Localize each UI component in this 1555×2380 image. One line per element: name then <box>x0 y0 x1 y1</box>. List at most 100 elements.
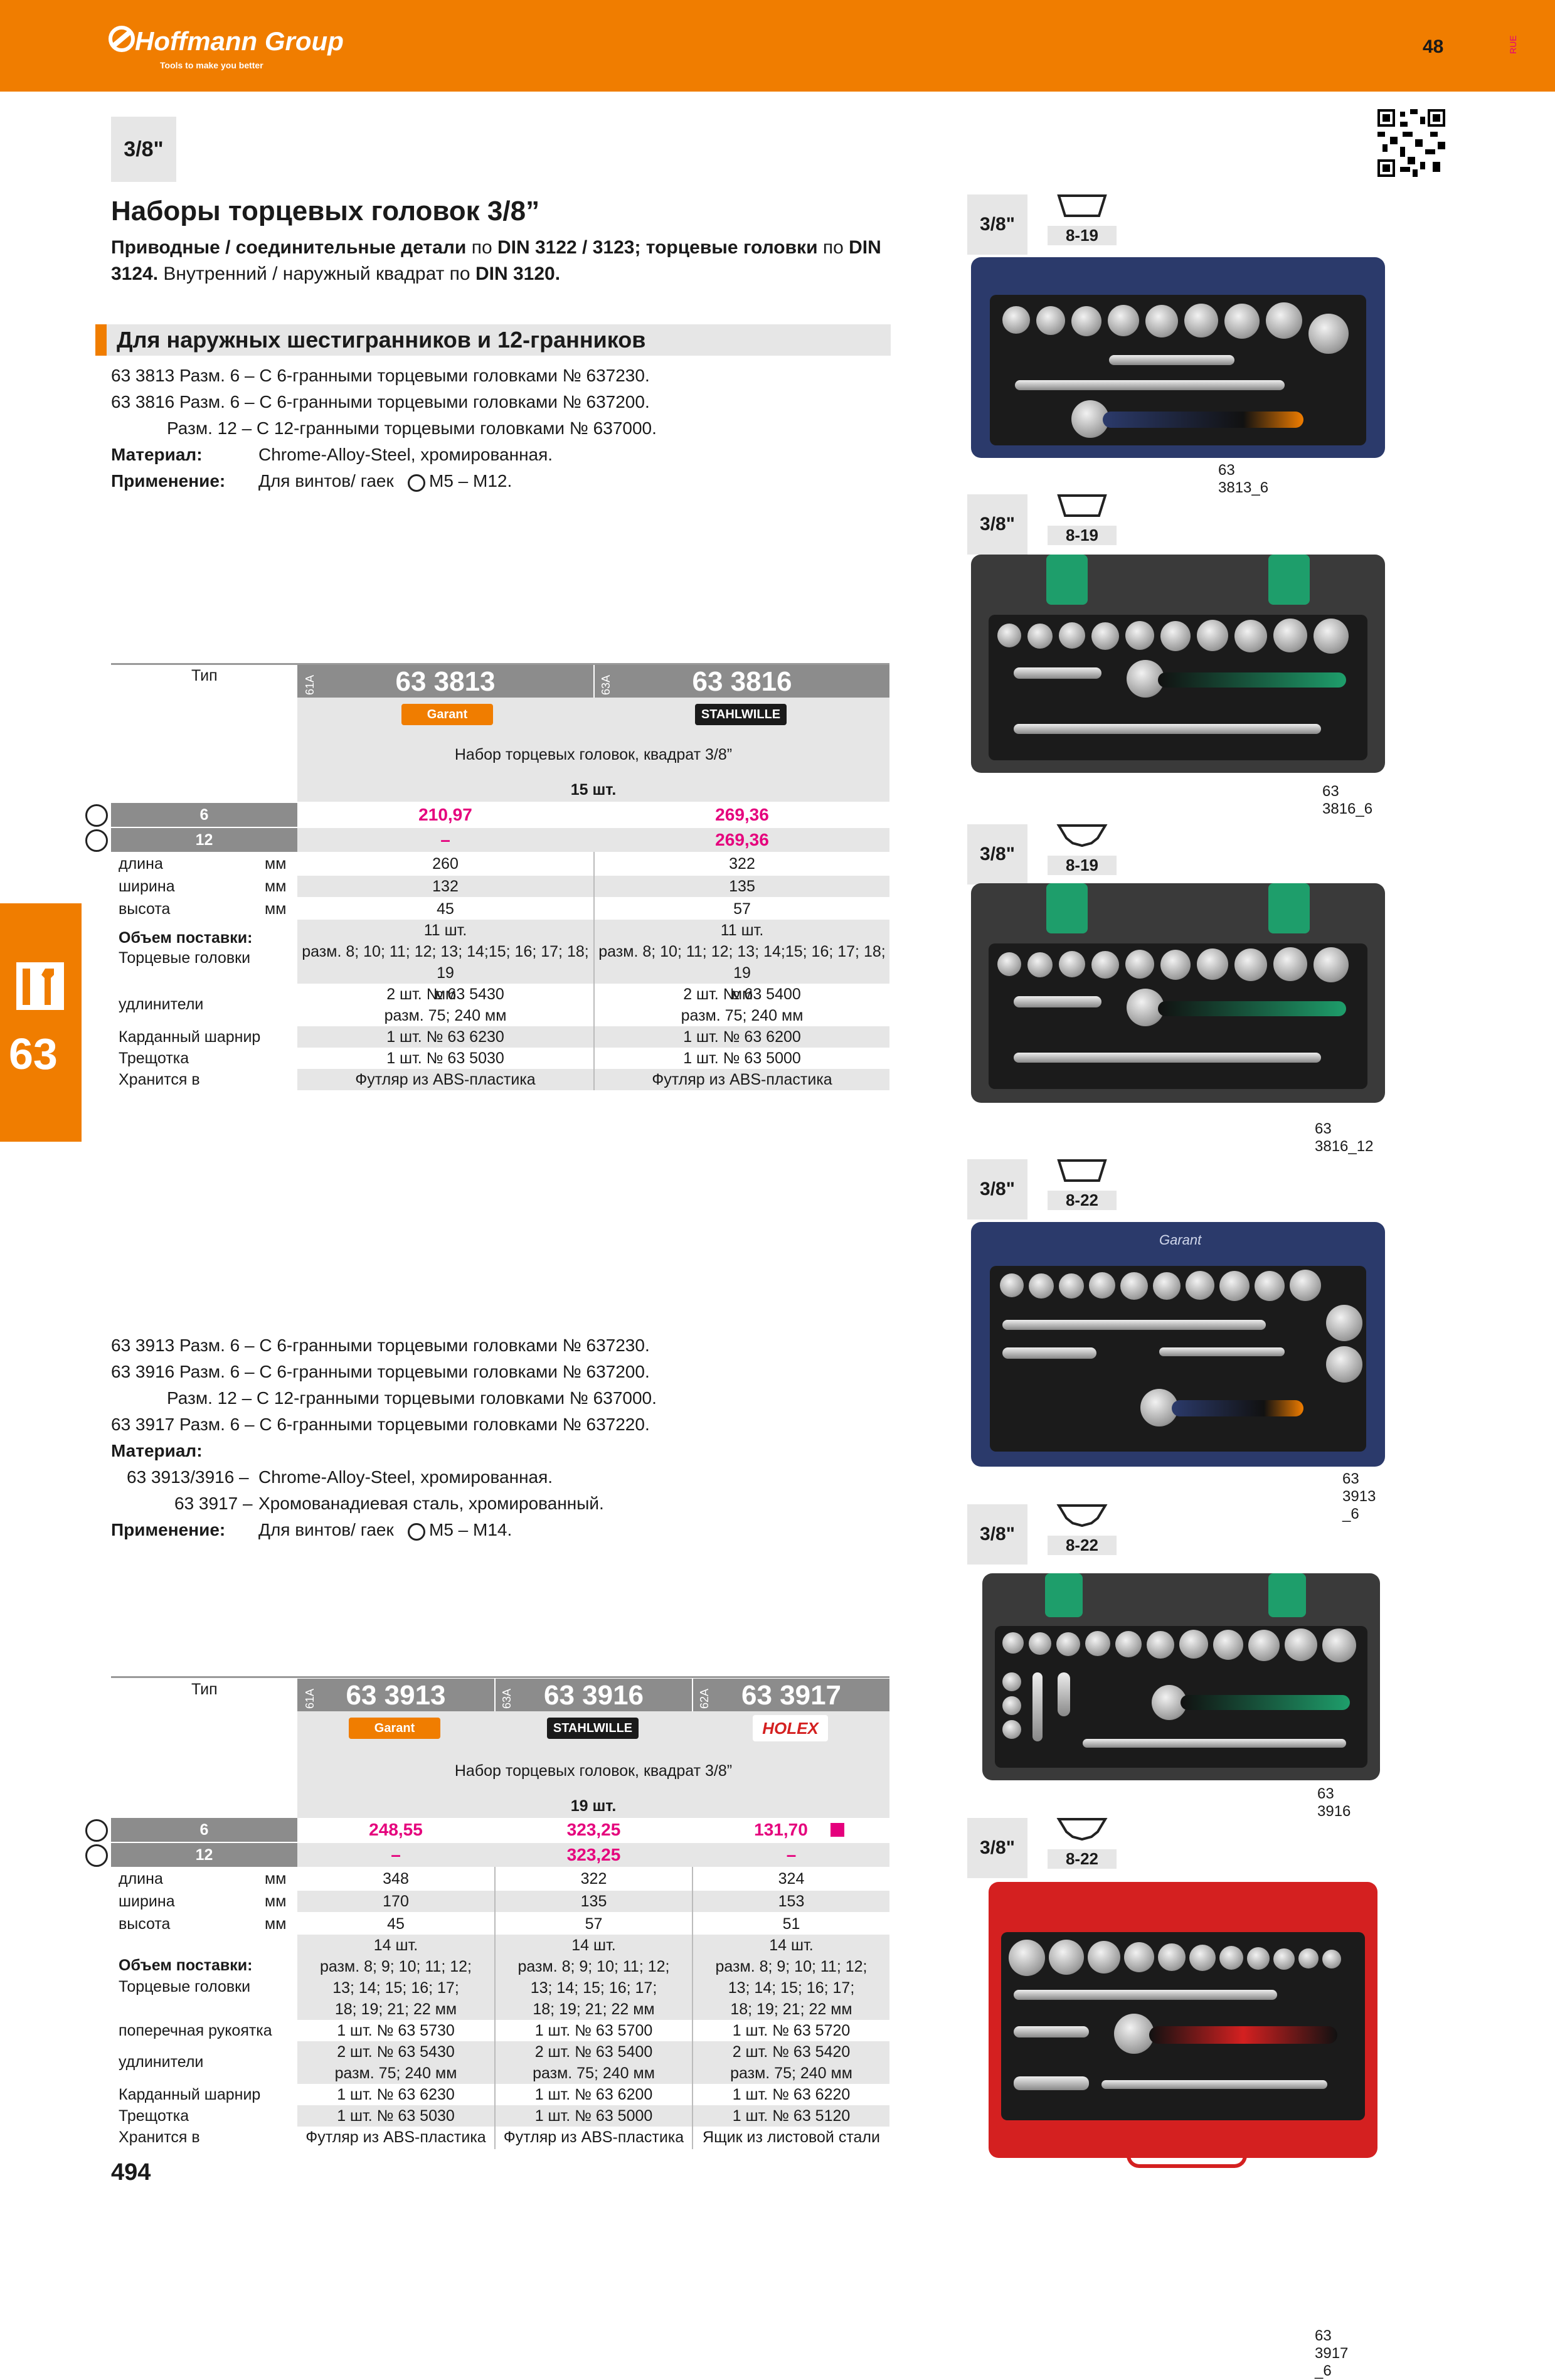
table1-storage-2: Футляр из ABS-пластика <box>652 1071 832 1088</box>
table2-description: Набор торцевых головок, квадрат 3/8” <box>454 1762 733 1780</box>
table2-article-2[interactable]: 63 3916 <box>543 1680 644 1711</box>
product-2-socket <box>1125 621 1154 650</box>
table1-type-label: Тип <box>191 667 218 684</box>
table2-supply-label: Объем поставки: <box>119 1957 253 1974</box>
product-5-drive-badge: 3/8" <box>967 1504 1027 1565</box>
chapter-side-tab[interactable] <box>0 903 82 1142</box>
product-6-socket <box>1247 1947 1270 1970</box>
table1-header-sep <box>593 665 595 698</box>
table2-crossbar-3: 1 шт. № 63 5720 <box>732 2022 851 2039</box>
table1-extensions-2-l1: 2 шт. № 63 5400 <box>683 985 801 1003</box>
product-6-extension-bar <box>1014 2026 1089 2037</box>
table2-sockets-3-l3: 13; 14; 15; 16; 17; <box>728 1979 855 1997</box>
product-1-case[interactable] <box>971 257 1385 458</box>
product-1-socket <box>1224 304 1260 339</box>
table2-price-row-6-label: 6 <box>199 1821 209 1839</box>
table1-price-row-12-label: 12 <box>195 831 213 849</box>
qr-code-icon[interactable] <box>1377 109 1445 177</box>
product-2-socket <box>1027 624 1053 649</box>
table2-sockets-1: 14 шт. разм. 8; 9; 10; 11; 12; 13; 14; 1… <box>297 1935 494 2020</box>
subtitle-text-2: по <box>817 237 849 258</box>
table1-article-2[interactable]: 63 3816 <box>692 666 792 697</box>
product-5-ratchet-handle <box>1181 1695 1350 1710</box>
table2-sockets-1-l2: разм. 8; 9; 10; 11; 12; <box>320 1958 472 1975</box>
table2-pieces: 19 шт. <box>570 1797 617 1815</box>
product-4-socket <box>1326 1305 1362 1341</box>
product-6-socket <box>1189 1945 1216 1971</box>
block1-line-2: 63 3816 Разм. 6 – С 6-гранными торцевыми… <box>111 392 650 412</box>
product-2-socket <box>1059 622 1085 649</box>
table2-sockets-1-l4: 18; 19; 21; 22 мм <box>334 2000 457 2018</box>
block2-line-1: 63 3913 Разм. 6 – С 6-гранными торцевыми… <box>111 1336 650 1355</box>
product-6-socket <box>1298 1948 1319 1968</box>
product-6-case[interactable] <box>989 1882 1377 2168</box>
table1-article-1[interactable]: 63 3813 <box>395 666 496 697</box>
section-bar <box>95 324 891 356</box>
product-3-case[interactable] <box>971 883 1385 1103</box>
table2-ratchet-bg <box>297 2105 889 2127</box>
product-2-socket <box>1273 619 1307 652</box>
product-2-latch <box>1268 555 1310 605</box>
product-5-socket <box>1029 1632 1051 1655</box>
table2-extensions-3-l2: разм. 75; 240 мм <box>730 2064 852 2082</box>
product-5-socket <box>1002 1720 1021 1739</box>
twelve-point-profile-icon <box>1056 1818 1108 1841</box>
product-2-case[interactable] <box>971 555 1385 773</box>
table2-top-line <box>111 1676 889 1678</box>
table2-row-width-bg <box>297 1891 889 1912</box>
block2-mat1-key: 63 3913/3916 – <box>127 1467 249 1487</box>
table1-sockets-2: 11 шт. разм. 8; 10; 11; 12; 13; 14;15; 1… <box>595 920 889 1005</box>
table1-sockets-1-l3: мм <box>434 985 457 1003</box>
table2-sockets-3-l1: 14 шт. <box>769 1936 814 1954</box>
block1-line-3: Разм. 12 – С 12-гранными торцевыми голов… <box>167 418 657 438</box>
table1-price-2-12: 269,36 <box>715 830 769 849</box>
table2-sockets-2-l1: 14 шт. <box>571 1936 616 1954</box>
product-3-socket <box>1059 951 1085 977</box>
table1-sockets-1-l2: разм. 8; 10; 11; 12; 13; 14;15; 16; 17; … <box>302 943 589 982</box>
table2-brand-3: HOLEX <box>753 1715 828 1741</box>
product-4-socket <box>1000 1273 1024 1297</box>
table2-width-1: 170 <box>383 1893 409 1910</box>
table2-price-row-6-label-bg <box>111 1818 297 1842</box>
table1-dimension-rows: длина мм 260 322 ширина мм 132 135 высот… <box>111 853 889 920</box>
table1-col-sep <box>593 852 595 1090</box>
product-4-socket <box>1186 1271 1214 1300</box>
table1-pieces: 15 шт. <box>570 781 617 799</box>
twelve-point-socket-icon <box>85 829 108 852</box>
product-6-joint <box>1014 2076 1089 2090</box>
table2-width-2: 135 <box>580 1893 607 1910</box>
table2-article-1[interactable]: 63 3913 <box>346 1680 446 1711</box>
product-5-extension-bar <box>1032 1672 1043 1741</box>
page-subtitle: Приводные / соединительные детали по DIN… <box>111 235 889 287</box>
block2-application-label: Применение: <box>111 1520 226 1539</box>
table2-storage-1: Футляр из ABS-пластика <box>305 2128 486 2146</box>
section-accent <box>95 324 107 356</box>
drive-size-badge: 3/8" <box>111 117 176 182</box>
table2-ratchet-2: 1 шт. № 63 5000 <box>534 2107 653 2125</box>
table2-article-3[interactable]: 63 3917 <box>741 1680 842 1711</box>
table2-height-2: 57 <box>585 1915 603 1933</box>
table1-sockets-label: Торцевые головки <box>119 949 251 967</box>
product-1-drive-badge: 3/8" <box>967 194 1027 255</box>
hexagon-profile-icon <box>1057 1159 1107 1182</box>
table1-width-2: 135 <box>729 878 755 895</box>
product-5-socket <box>1213 1630 1243 1660</box>
table2-row-length-unit: мм <box>265 1870 287 1888</box>
product-5-case[interactable] <box>982 1573 1380 1780</box>
table2-storage-3: Ящик из листовой стали <box>703 2128 880 2146</box>
table2-price-1-6: 248,55 <box>369 1820 423 1839</box>
product-5-latch <box>1268 1573 1306 1617</box>
table2-crossbar-label: поперечная рукоятка <box>119 2022 272 2039</box>
product-4-case[interactable]: Garant <box>971 1222 1385 1467</box>
table1-row-length-unit: мм <box>265 855 287 873</box>
table2-height-3: 51 <box>782 1915 800 1933</box>
table2-length-3: 324 <box>778 1870 805 1888</box>
table2-joint-3: 1 шт. № 63 6220 <box>732 2086 851 2103</box>
product-6-socket <box>1219 1946 1243 1970</box>
page-title: Наборы торцевых головок 3/8” <box>111 196 540 226</box>
brand-name[interactable]: Hoffmann Group <box>135 26 344 56</box>
product-3-drive-badge: 3/8" <box>967 824 1027 885</box>
subtitle-bold-4: DIN 3120. <box>475 263 561 284</box>
table1-joint-1: 1 шт. № 63 6230 <box>386 1028 504 1046</box>
table1-brand-1: Garant <box>401 704 493 725</box>
